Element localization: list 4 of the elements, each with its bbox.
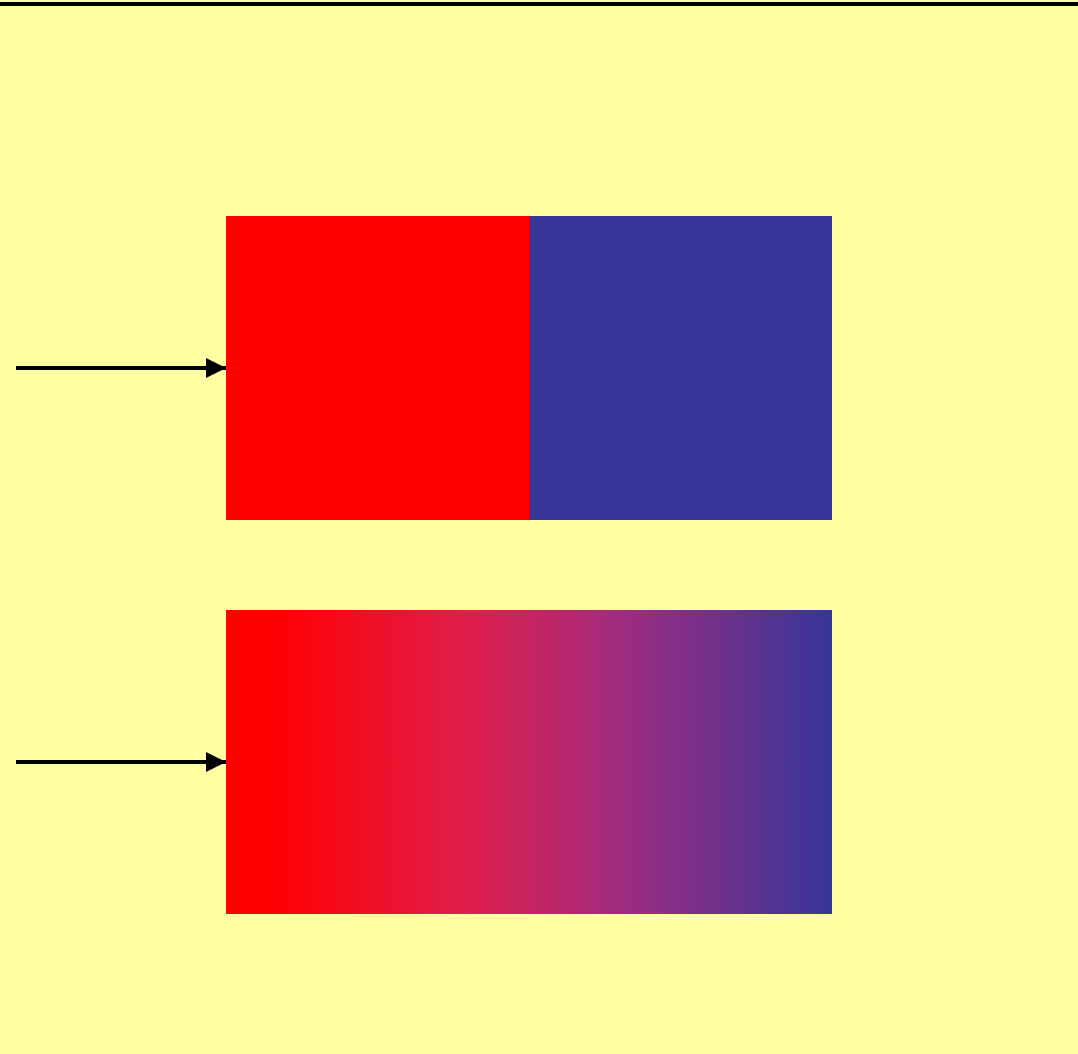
color-block [226, 216, 832, 520]
arrow [16, 752, 226, 772]
color-block [226, 610, 832, 914]
arrow [16, 358, 226, 378]
